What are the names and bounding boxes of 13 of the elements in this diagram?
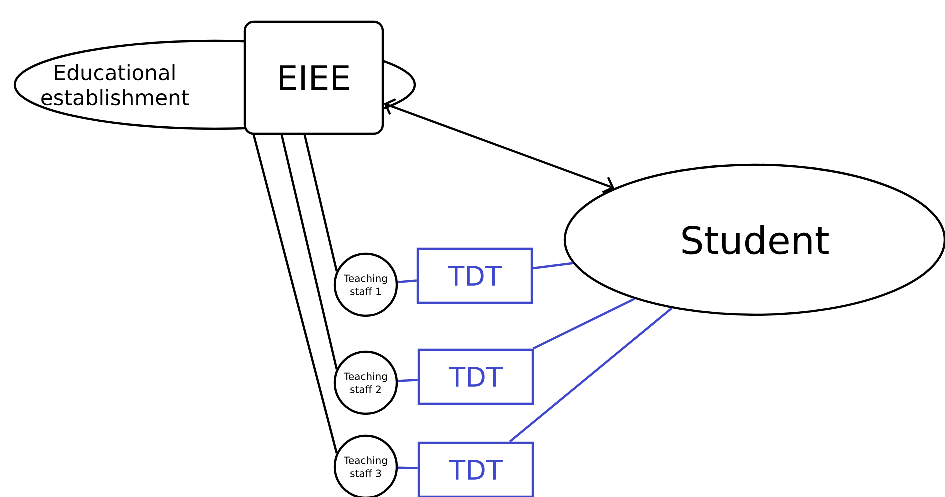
rectangle: TDT xyxy=(418,348,534,406)
connector-line xyxy=(398,280,417,284)
connector-line xyxy=(532,298,636,350)
connector-line xyxy=(398,379,418,382)
connector-line xyxy=(280,134,338,370)
connector-line xyxy=(304,134,338,272)
arrow xyxy=(384,98,615,194)
rectangle: TDT xyxy=(416,248,534,304)
connector-line xyxy=(252,134,338,454)
connector-line xyxy=(398,466,418,470)
connector-line xyxy=(509,308,673,443)
rounded-box: EIEE xyxy=(244,20,384,136)
connector-line xyxy=(532,262,574,270)
